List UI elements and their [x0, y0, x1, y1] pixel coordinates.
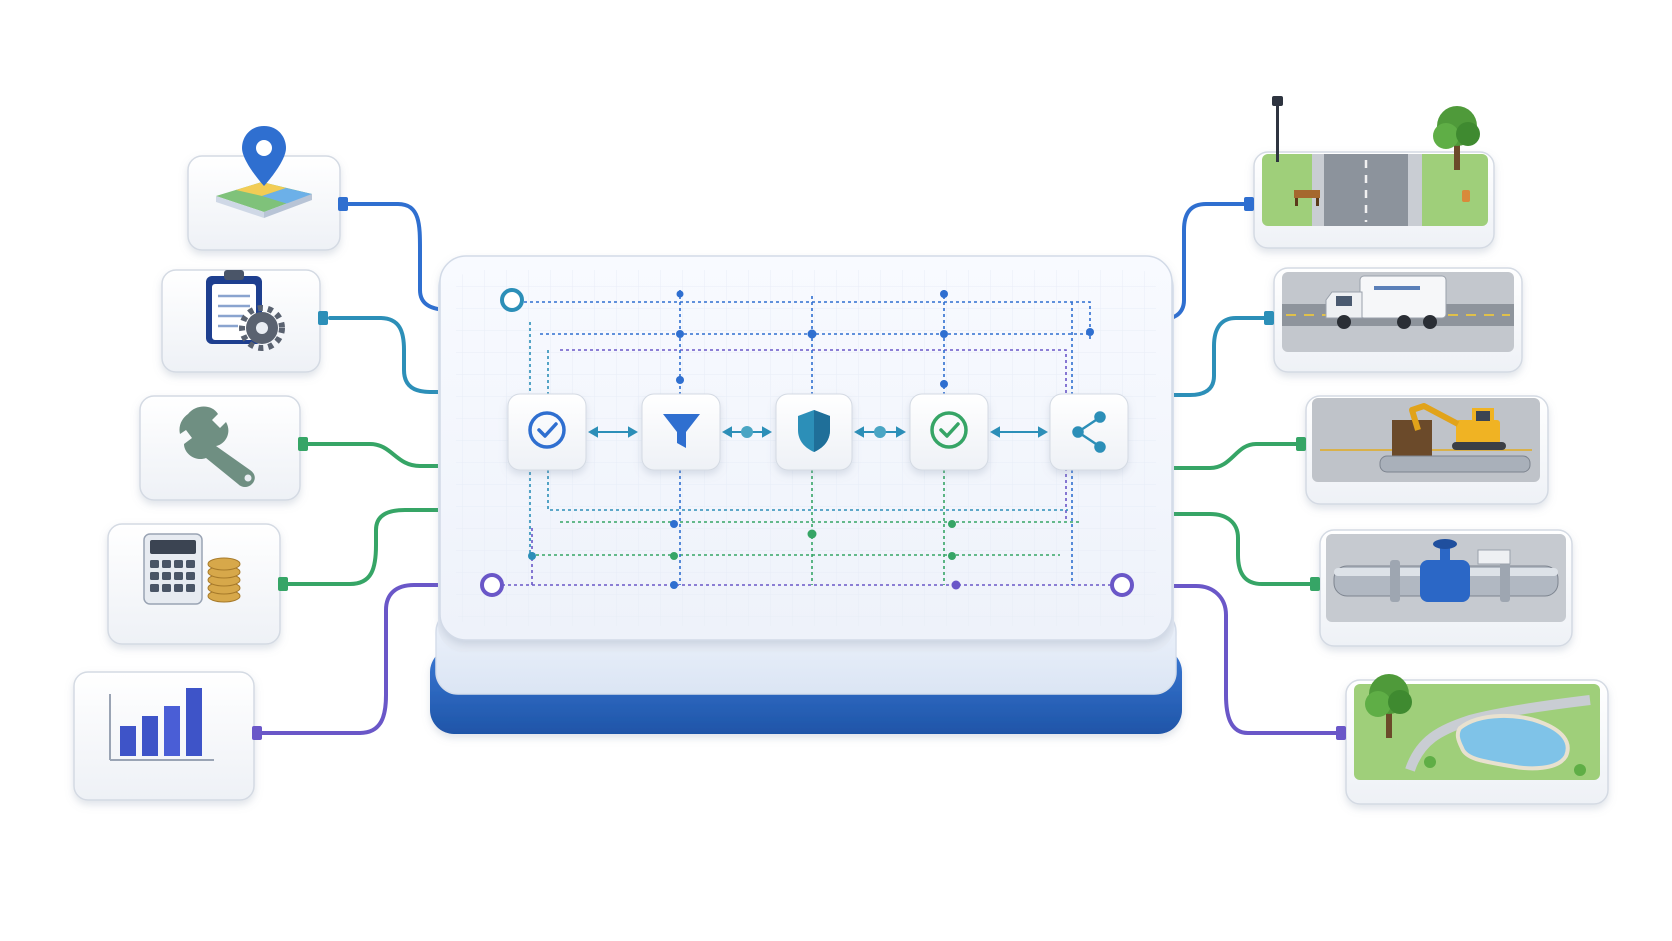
- connector-map: [342, 202, 504, 312]
- source-card-maintenance: [139, 395, 308, 501]
- right-asset-cards: [1244, 96, 1609, 805]
- check-circle-icon: [528, 411, 566, 449]
- left-source-cards: [73, 126, 348, 801]
- share-nodes-icon: [1072, 411, 1106, 453]
- asset-card-street: [1244, 96, 1495, 249]
- connector-calculator: [286, 508, 450, 586]
- left-connectors: [260, 202, 504, 735]
- asset-card-fleet: [1264, 267, 1523, 373]
- connector-pipeline: [1162, 512, 1314, 586]
- pipeline-links: [587, 426, 1049, 438]
- source-card-analytics: [73, 671, 262, 801]
- hub-port-top-left: [500, 288, 524, 312]
- connector-park: [1120, 584, 1342, 735]
- hub-ports: [480, 288, 1134, 597]
- clipboard-gear-icon: [206, 270, 285, 351]
- step-approve: [909, 393, 989, 471]
- connector-wrench: [303, 442, 454, 468]
- map-pin-icon: [216, 126, 312, 218]
- right-connectors: [1120, 202, 1342, 735]
- funnel-icon: [663, 414, 700, 448]
- connector-excavator: [1158, 442, 1300, 470]
- step-secure: [775, 393, 853, 471]
- hub-port-bottom-left: [480, 573, 504, 597]
- shield-icon: [798, 410, 830, 452]
- step-validate: [507, 393, 587, 471]
- source-card-work-orders: [161, 269, 328, 373]
- street-tile-icon: [1262, 96, 1488, 226]
- connector-clipboard: [328, 316, 464, 394]
- step-distribute: [1049, 393, 1129, 471]
- connector-chart: [260, 583, 490, 735]
- asset-card-parks: [1336, 674, 1609, 805]
- source-card-finance: [107, 523, 288, 645]
- pipeline-steps: [507, 393, 1129, 471]
- park-pond-tile-icon: [1354, 674, 1600, 780]
- hub-port-bottom-right: [1110, 573, 1134, 597]
- integration-hub: [430, 255, 1182, 734]
- calculator-coins-icon: [143, 533, 241, 605]
- bar-chart-icon: [109, 688, 214, 761]
- circuit-junctions: [528, 290, 1094, 590]
- pipeline-valve-tile-icon: [1326, 534, 1566, 622]
- service-truck-tile-icon: [1282, 272, 1514, 352]
- check-circle-icon: [930, 411, 968, 449]
- asset-card-construction: [1296, 395, 1549, 505]
- step-filter: [641, 393, 721, 471]
- connector-truck: [1162, 316, 1270, 397]
- source-card-map: [187, 126, 348, 251]
- asset-card-pipeline: [1310, 529, 1573, 647]
- excavator-tile-icon: [1312, 398, 1540, 482]
- wrench-icon: [179, 406, 255, 487]
